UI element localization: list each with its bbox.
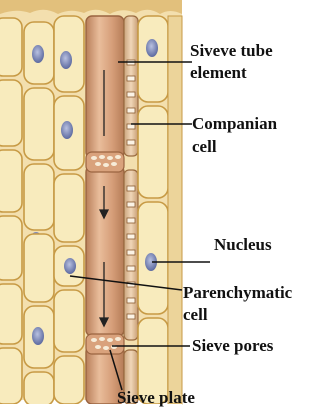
sieve-plate-lower: [86, 334, 124, 354]
label-parenchymatic-cell-line2: cell: [183, 306, 208, 323]
label-companion-cell-line2: cell: [192, 138, 217, 155]
label-sieve-tube-element-line1: Siveve tube: [190, 42, 273, 59]
label-sieve-tube-element-line2: element: [190, 64, 247, 81]
label-parenchymatic-cell-line1: Parenchymatic: [183, 284, 292, 301]
parenchyma-column-2: [24, 22, 54, 406]
sieve-plate-upper: [86, 152, 124, 172]
nucleus-shape: [64, 258, 76, 274]
nucleus-shape: [146, 39, 158, 57]
nucleus-shape: [32, 327, 44, 345]
label-sieve-plate: Sieve plate: [117, 389, 195, 406]
label-companion-cell-line1: Companian: [192, 115, 277, 132]
label-nucleus: Nucleus: [214, 236, 272, 253]
parenchyma-column-3: [54, 16, 84, 404]
nucleus-shape: [61, 121, 73, 139]
nucleus-shape: [32, 45, 44, 63]
label-sieve-pores: Sieve pores: [192, 337, 273, 354]
nucleus-shape: [60, 51, 72, 69]
